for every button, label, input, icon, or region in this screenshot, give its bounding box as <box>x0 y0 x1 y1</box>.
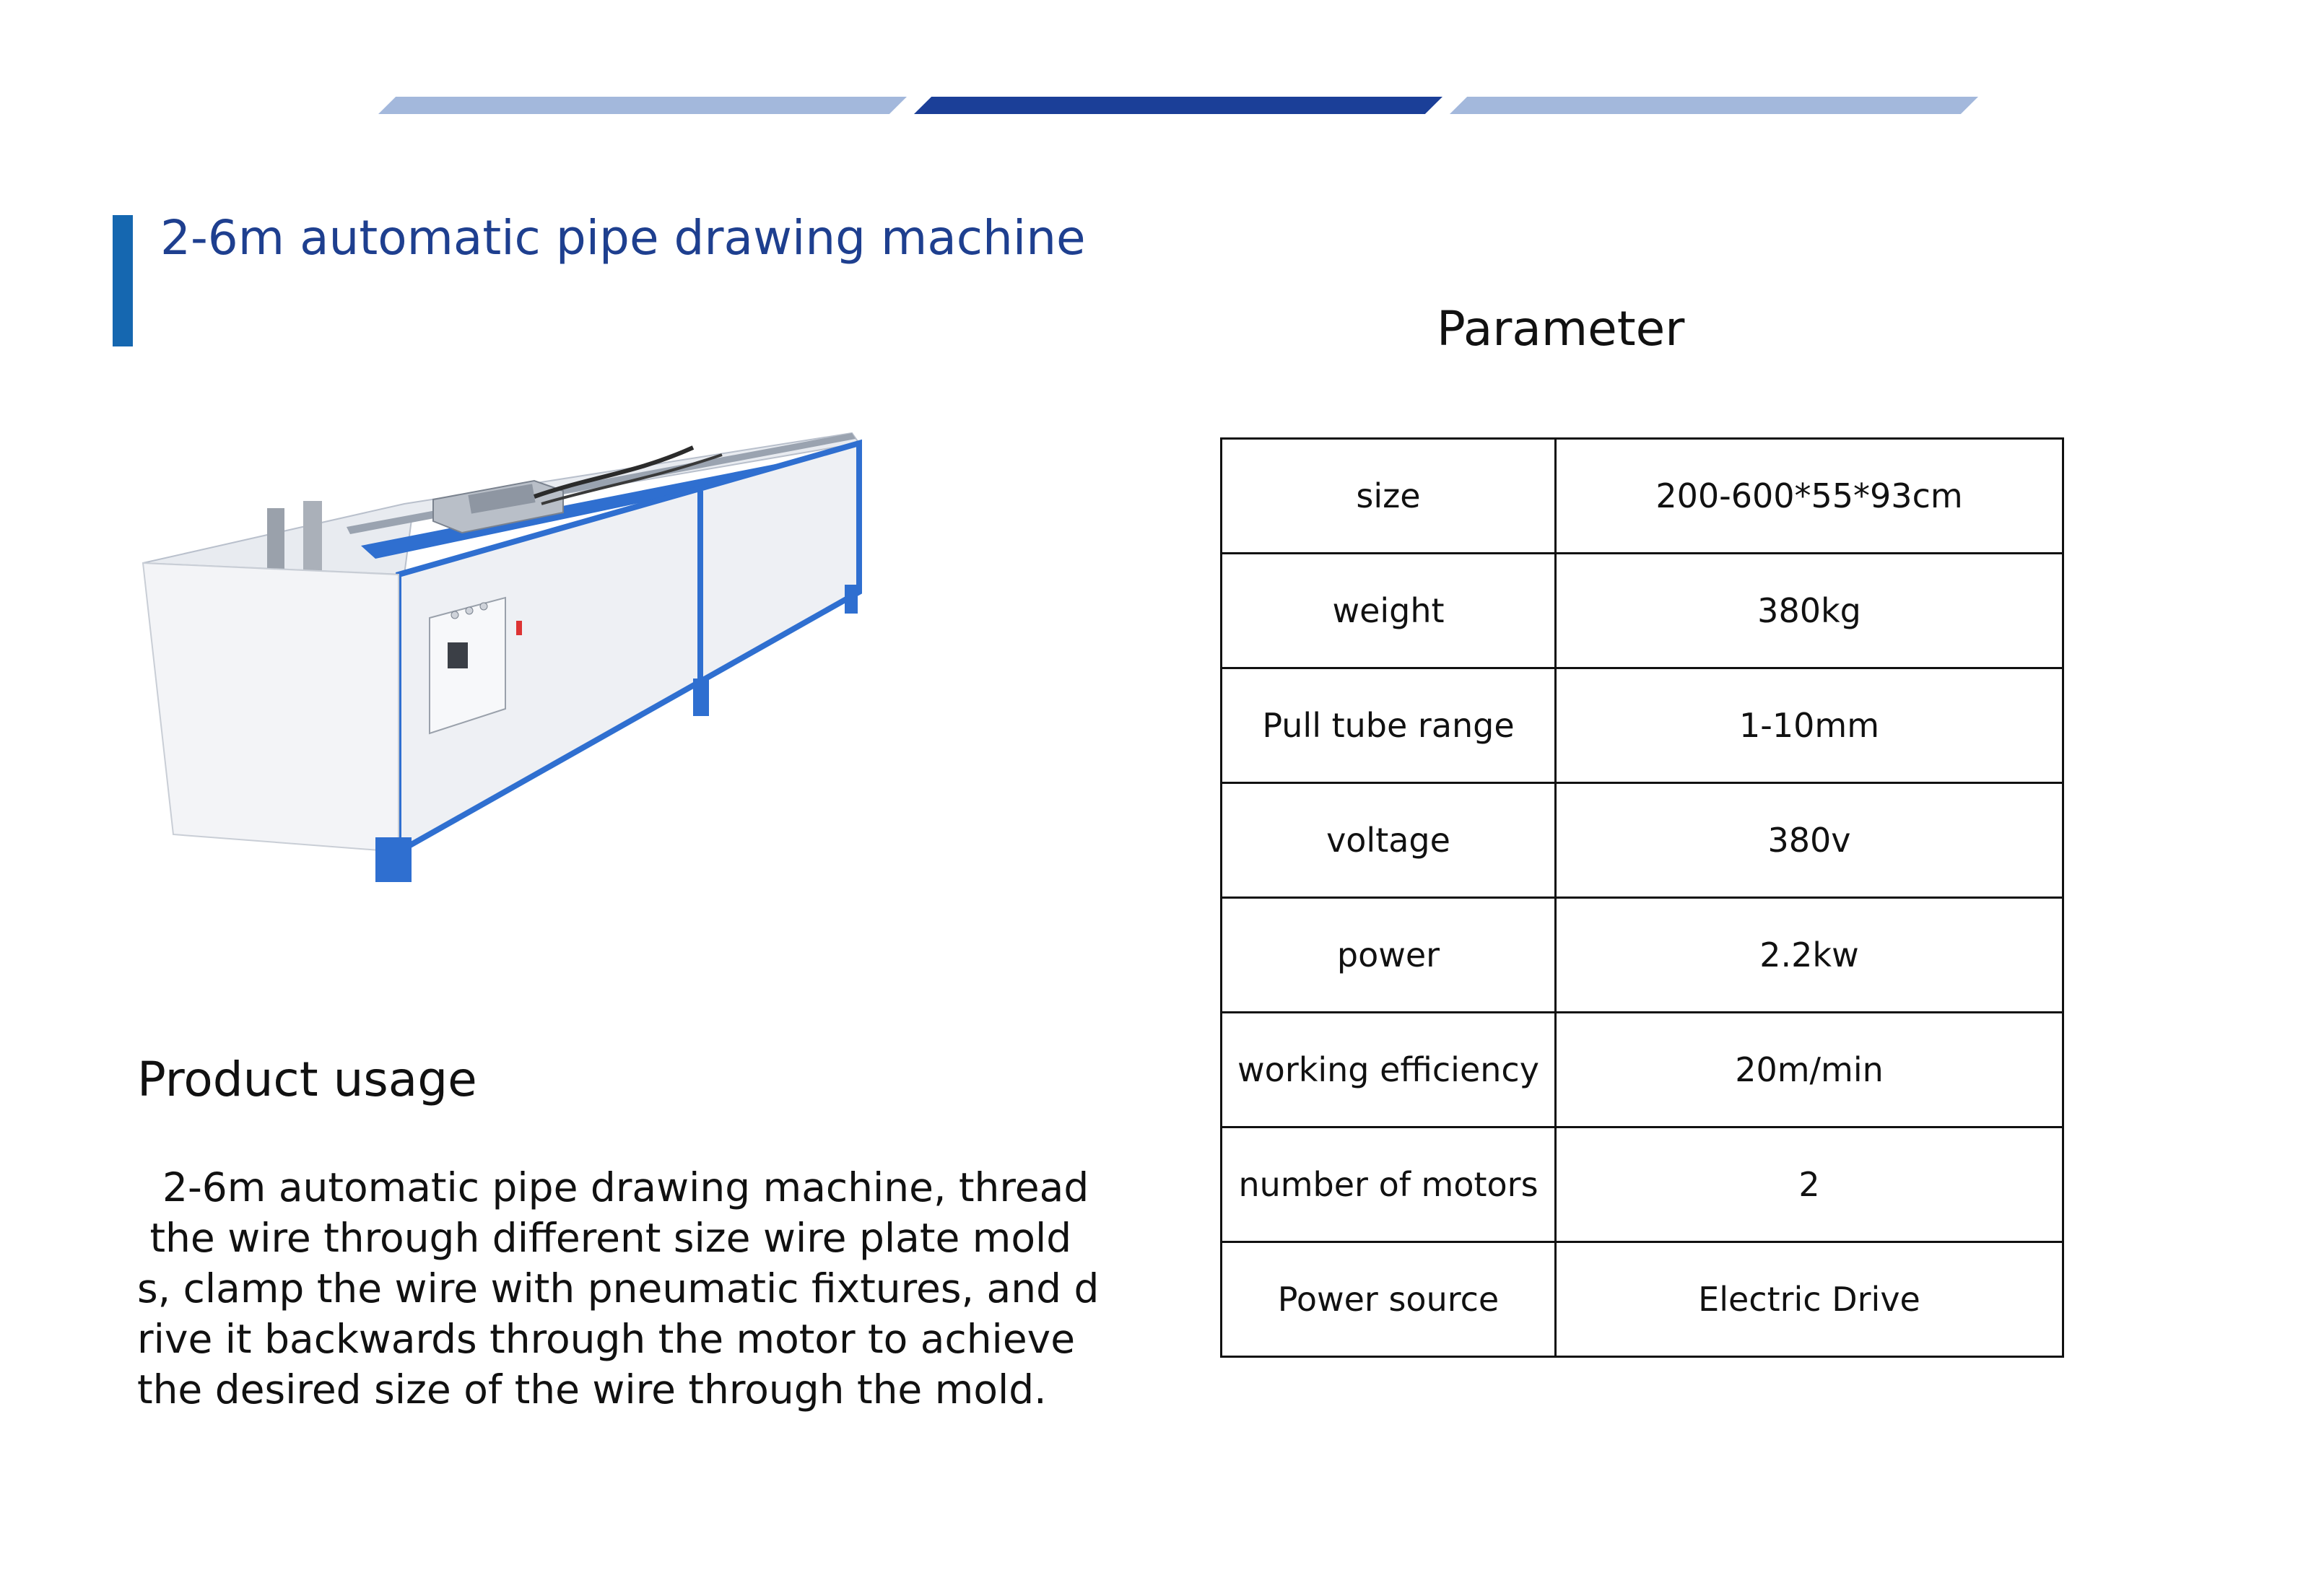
machine-hose-2 <box>541 453 723 505</box>
table-row: working efficiency 20m/min <box>1220 1011 2064 1128</box>
param-value: 380kg <box>1554 552 2064 669</box>
product-usage-line: the wire through different size wire pla… <box>137 1215 1072 1261</box>
machine-leg-front <box>375 837 412 882</box>
product-usage-line: the desired size of the wire through the… <box>137 1366 1047 1413</box>
table-row: voltage 380v <box>1220 782 2064 899</box>
table-row: power 2.2kw <box>1220 896 2064 1013</box>
page-title: 2-6m automatic pipe drawing machine <box>160 210 1086 266</box>
table-row: number of motors 2 <box>1220 1126 2064 1243</box>
product-usage-line: rive it backwards through the motor to a… <box>137 1316 1076 1362</box>
machine-control-button <box>451 611 459 619</box>
parameter-table: size 200-600*55*93cm weight 380kg Pull t… <box>1220 437 2064 1358</box>
machine-guide-left <box>267 508 284 573</box>
param-label: working efficiency <box>1220 1011 1557 1128</box>
product-usage-line: 2-6m automatic pipe drawing machine, thr… <box>137 1164 1089 1210</box>
machine-guide-right <box>303 501 322 570</box>
table-row: size 200-600*55*93cm <box>1220 437 2064 554</box>
machine-end-box <box>142 562 399 853</box>
param-label: voltage <box>1220 782 1557 899</box>
product-usage-text: 2-6m automatic pipe drawing machine, thr… <box>137 1162 1100 1415</box>
table-row: Pull tube range 1-10mm <box>1220 667 2064 784</box>
param-value: 380v <box>1554 782 2064 899</box>
table-row: Power source Electric Drive <box>1220 1241 2064 1358</box>
parameter-heading: Parameter <box>1437 301 1685 357</box>
machine-carriage-block <box>468 484 536 514</box>
param-value: 200-600*55*93cm <box>1554 437 2064 554</box>
machine-photo <box>142 432 862 882</box>
machine-leg-mid <box>693 679 709 716</box>
param-label: number of motors <box>1220 1126 1557 1243</box>
machine-control-display <box>448 642 468 668</box>
machine-emergency-stop <box>516 621 522 635</box>
param-label: weight <box>1220 552 1557 669</box>
param-label: Power source <box>1220 1241 1557 1358</box>
param-value: 20m/min <box>1554 1011 2064 1128</box>
param-value: 2.2kw <box>1554 896 2064 1013</box>
product-usage-line: s, clamp the wire with pneumatic fixture… <box>137 1265 1100 1312</box>
header-stripe-right <box>1450 97 1978 114</box>
machine-control-button-3 <box>479 602 488 611</box>
param-value: Electric Drive <box>1554 1241 2064 1358</box>
param-label: power <box>1220 896 1557 1013</box>
param-label: size <box>1220 437 1557 554</box>
param-label: Pull tube range <box>1220 667 1557 784</box>
machine-hose <box>534 445 695 499</box>
header-stripe-center <box>914 97 1442 114</box>
machine-control-button-2 <box>465 606 474 615</box>
header-stripe-left <box>378 97 907 114</box>
title-accent-bar <box>113 215 133 346</box>
param-value: 2 <box>1554 1126 2064 1243</box>
param-value: 1-10mm <box>1554 667 2064 784</box>
product-usage-heading: Product usage <box>137 1052 477 1107</box>
machine-leg-back <box>845 585 858 614</box>
table-row: weight 380kg <box>1220 552 2064 669</box>
